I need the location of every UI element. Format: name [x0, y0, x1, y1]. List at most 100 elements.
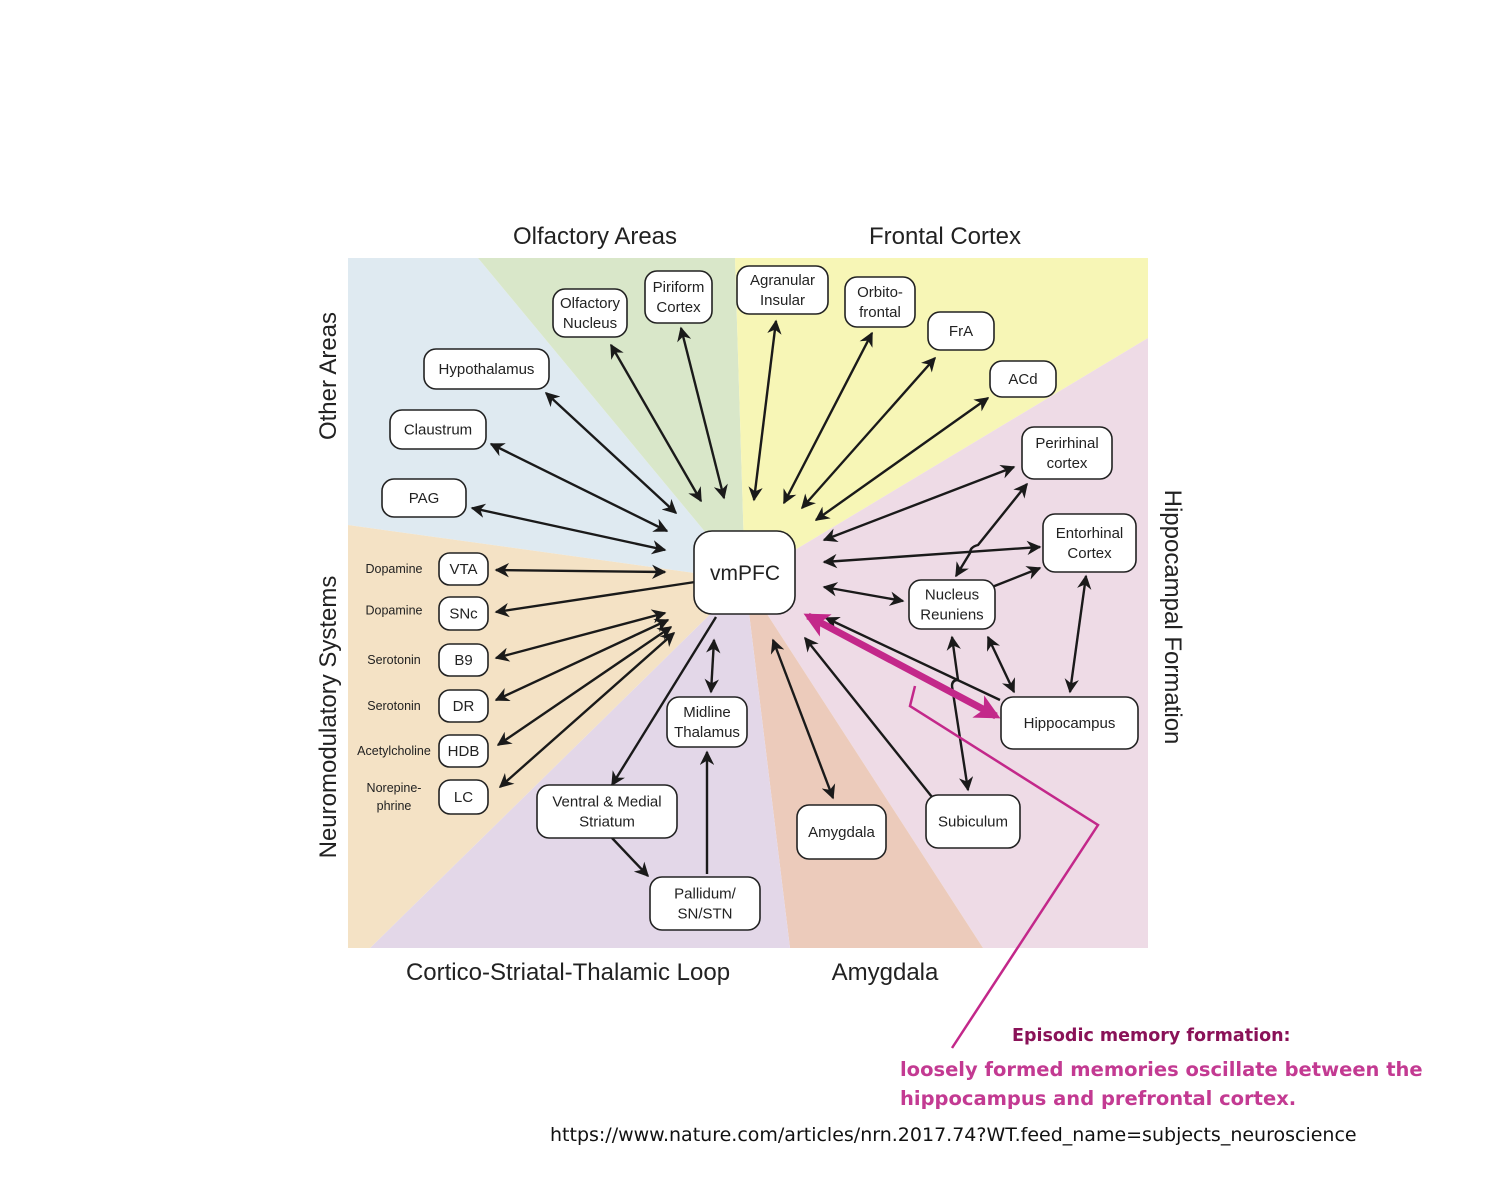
node-box	[381, 478, 467, 518]
edge-piriform-vmpfc	[677, 326, 728, 500]
node-label: Thalamus	[674, 724, 740, 741]
node-vmpfc[interactable]: vmPFC	[693, 530, 796, 615]
highlight-annotation	[803, 612, 1100, 1049]
node-label: Orbito-	[857, 284, 903, 301]
node-label: cortex	[1047, 455, 1088, 472]
node-label: Agranular	[750, 272, 815, 289]
node-box	[989, 360, 1057, 398]
edge-lc-vmpfc	[498, 632, 676, 788]
edge-striatum-pallidum	[611, 837, 649, 878]
node-label: Midline	[683, 704, 731, 721]
node-label: Entorhinal	[1056, 525, 1124, 542]
node-snc[interactable]: SNc	[438, 596, 489, 631]
connection-arrows	[470, 319, 1092, 878]
node-label: Ventral & Medial	[552, 794, 661, 811]
node-fra[interactable]: FrA	[927, 311, 995, 351]
node-dr[interactable]: DR	[438, 689, 489, 723]
neurotransmitter-label-dr: Serotonin	[367, 699, 421, 713]
node-label: Cortex	[656, 299, 701, 316]
node-box	[438, 643, 489, 677]
node-box	[649, 876, 761, 931]
node-vta[interactable]: VTA	[438, 552, 489, 586]
node-box	[438, 734, 489, 768]
node-hdb[interactable]: HDB	[438, 734, 489, 768]
node-label: Perirhinal	[1035, 435, 1098, 452]
node-label: Subiculum	[938, 814, 1008, 831]
node-label: Hypothalamus	[439, 361, 535, 378]
caption-line-2: hippocampus and prefrontal cortex.	[900, 1087, 1297, 1110]
edge-nucleus-reuniens-vmpfc	[822, 582, 905, 606]
node-label: Nucleus	[563, 315, 617, 332]
node-box	[644, 270, 713, 324]
node-label: Reuniens	[920, 607, 983, 624]
node-box	[389, 409, 487, 450]
caption-line-1: loosely formed memories oscillate betwee…	[900, 1058, 1423, 1081]
node-box	[927, 311, 995, 351]
node-box	[844, 276, 916, 328]
node-label: Amygdala	[808, 824, 875, 841]
neurotransmitter-labels: DopamineDopamineSerotoninSerotoninAcetyl…	[357, 562, 431, 813]
node-hypothalamus[interactable]: Hypothalamus	[423, 348, 550, 390]
node-perirhinal-cortex[interactable]: Perirhinal cortex	[1021, 426, 1113, 480]
node-label: Insular	[760, 292, 805, 309]
node-label: SNc	[449, 606, 478, 623]
highlight-double-arrow	[803, 612, 1001, 720]
node-box	[438, 689, 489, 723]
node-label: Nucleus	[925, 587, 979, 604]
node-amygdala[interactable]: Amygdala	[796, 804, 887, 860]
node-box	[666, 696, 748, 748]
node-box	[423, 348, 550, 390]
node-box	[736, 265, 829, 315]
node-label: B9	[454, 652, 472, 669]
edge-perirhinal-nucleus-reuniens	[954, 482, 1028, 578]
node-hippocampus[interactable]: Hippocampus	[1000, 696, 1139, 750]
caption-title: Episodic memory formation:	[1012, 1026, 1291, 1046]
neurotransmitter-label-lc: phrine	[377, 799, 412, 813]
node-box	[552, 288, 628, 338]
node-subiculum[interactable]: Subiculum	[925, 794, 1021, 849]
node-pallidum[interactable]: Pallidum/SN/STN	[649, 876, 761, 931]
node-label: HDB	[448, 743, 480, 760]
node-label: VTA	[449, 561, 477, 578]
region-label-hippocampal-formation: Hippocampal Formation	[1159, 490, 1186, 745]
node-label: Pallidum/	[674, 886, 737, 903]
source-url[interactable]: https://www.nature.com/articles/nrn.2017…	[550, 1124, 1357, 1146]
node-label: SN/STN	[677, 906, 732, 923]
node-box	[438, 596, 489, 631]
node-orbitofrontal[interactable]: Orbito-frontal	[844, 276, 916, 328]
edge-entorhinal-hippocampus	[1064, 574, 1092, 694]
node-box	[1042, 513, 1137, 573]
node-box	[1021, 426, 1113, 480]
node-label: frontal	[859, 304, 901, 321]
node-pag[interactable]: PAG	[381, 478, 467, 518]
node-box	[1000, 696, 1139, 750]
nodes: vmPFC	[693, 530, 796, 615]
node-b9[interactable]: B9	[438, 643, 489, 677]
neurotransmitter-label-hdb: Acetylcholine	[357, 744, 431, 758]
node-box	[438, 779, 489, 815]
node-label: vmPFC	[710, 562, 780, 585]
region-label-other-areas: Other Areas	[315, 312, 342, 440]
node-acd[interactable]: ACd	[989, 360, 1057, 398]
node-label: Claustrum	[404, 422, 472, 439]
node-claustrum[interactable]: Claustrum	[389, 409, 487, 450]
edge-vmpfc-snc	[494, 580, 696, 618]
node-label: PAG	[409, 490, 440, 507]
node-label: ACd	[1008, 371, 1037, 388]
node-lc[interactable]: LC	[438, 779, 489, 815]
neurotransmitter-label-lc: Norepine-	[367, 781, 422, 795]
edge-amygdala-vmpfc	[770, 638, 836, 800]
node-box	[908, 579, 996, 630]
node-label: Olfactory	[560, 295, 621, 312]
node-box	[438, 552, 489, 586]
region-label-neuromodulatory-systems: Neuromodulatory Systems	[315, 576, 342, 859]
edge-nucleus-reuniens-entorhinal	[991, 566, 1042, 589]
